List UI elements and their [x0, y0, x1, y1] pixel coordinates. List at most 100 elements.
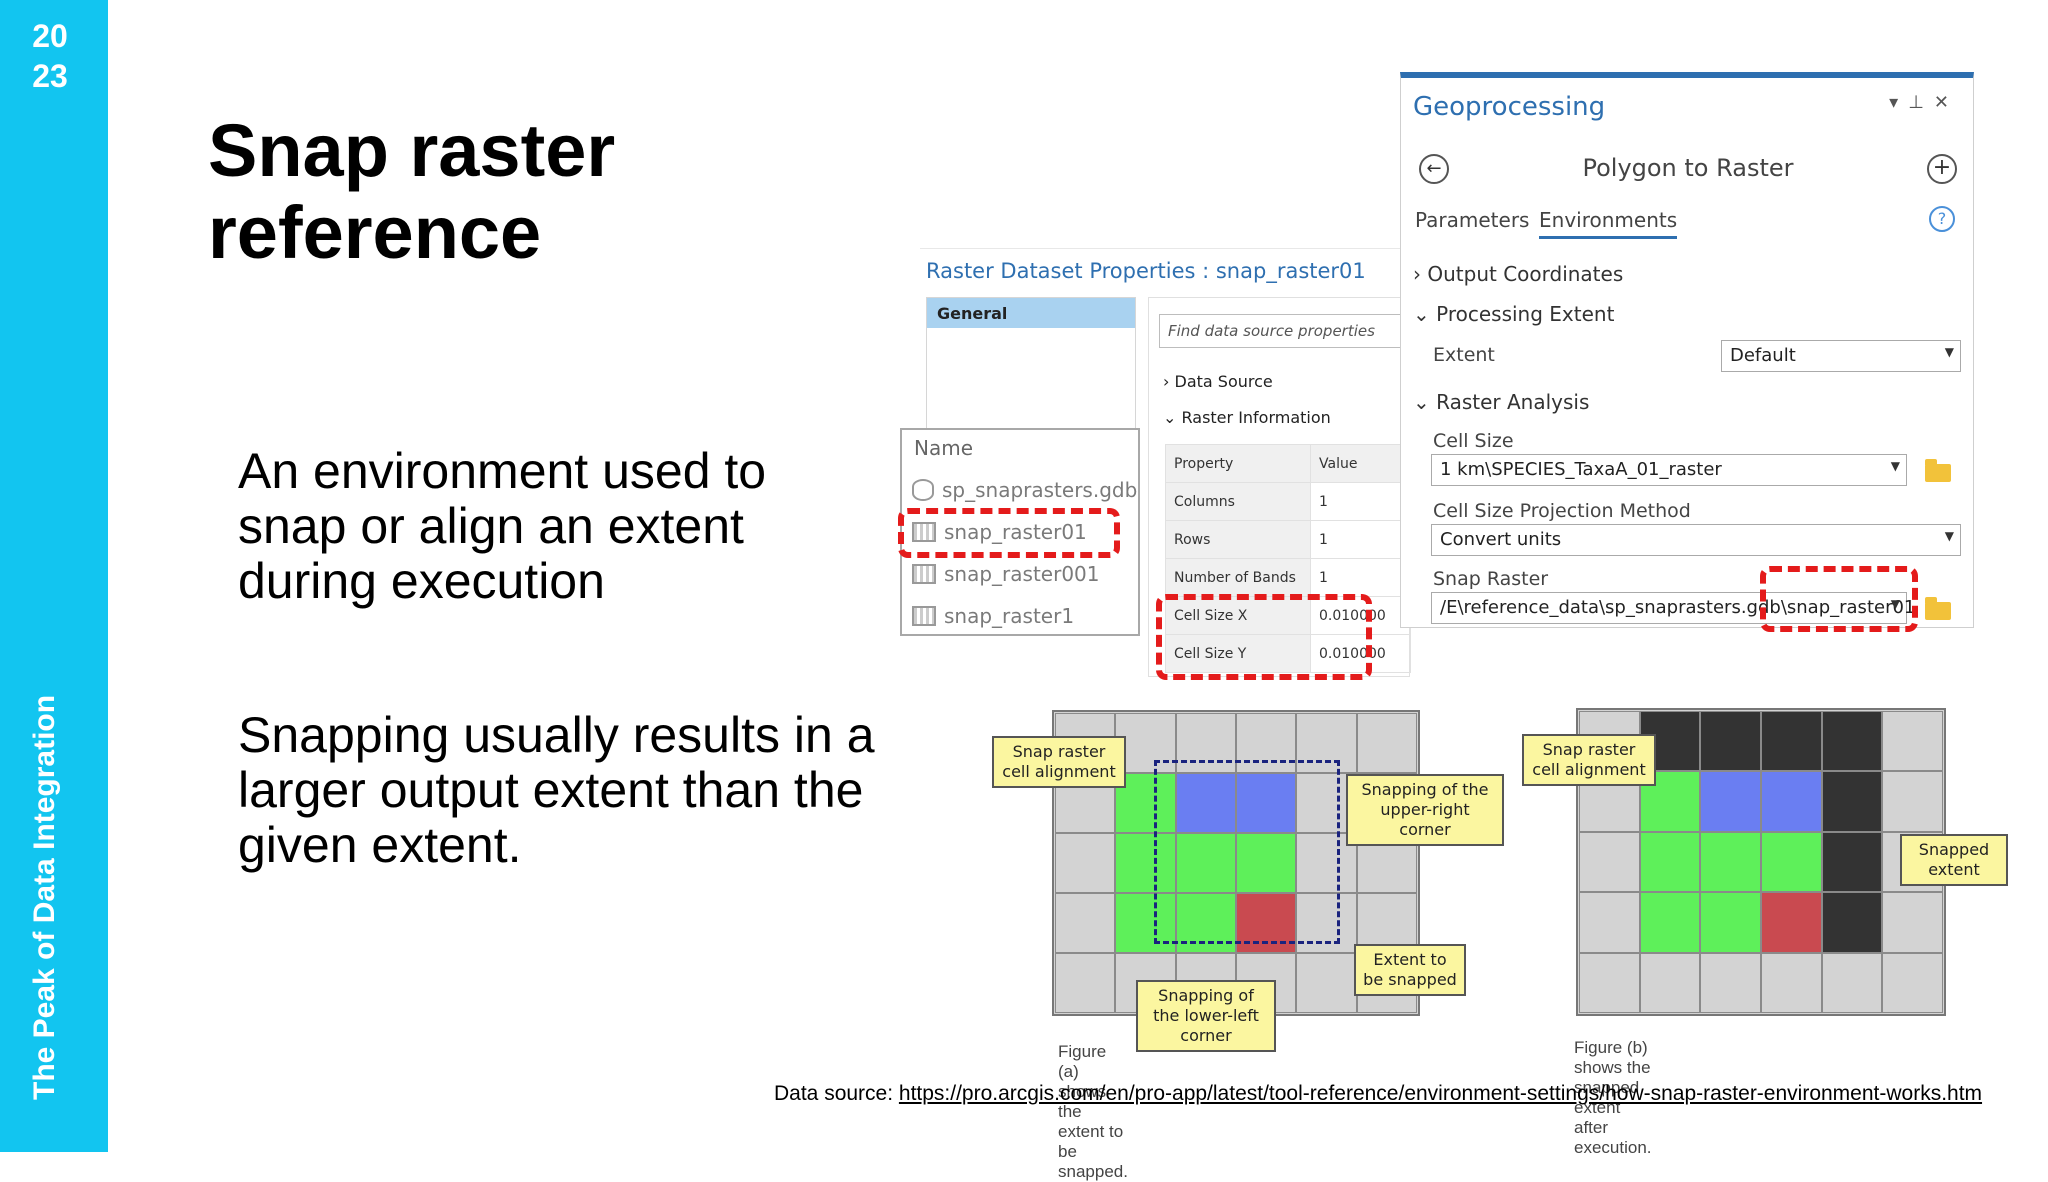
pane-title: Geoprocessing [1413, 92, 1606, 122]
column-header-name: Name [914, 436, 974, 460]
value-cell: 0.010000 [1310, 634, 1411, 673]
chevron-down-icon: ▼ [1944, 529, 1954, 543]
cell-size-label: Cell Size [1433, 430, 1514, 452]
item-label: snap_raster1 [944, 604, 1075, 628]
cell-size-projection-select[interactable]: Convert units ▼ [1431, 524, 1961, 556]
year-badge: 20 23 [0, 16, 100, 96]
callout-extent-snapped: Extent to be snapped [1354, 944, 1466, 996]
pin-icon[interactable]: ⊥ [1908, 92, 1934, 113]
callout-lower-left: Snapping of the lower-left corner [1136, 980, 1276, 1052]
nav-item-general[interactable]: General [927, 298, 1135, 328]
list-item[interactable]: snap_raster1 [912, 604, 1074, 628]
item-label: snap_raster01 [944, 520, 1087, 544]
snap-raster-value: /E\reference_data\sp_snaprasters.gdb\sna… [1440, 597, 1916, 618]
section-output-coordinates[interactable]: › Output Coordinates [1413, 262, 1624, 286]
item-label: snap_raster001 [944, 562, 1100, 586]
callout-snap-alignment: Snap raster cell alignment [1522, 734, 1656, 786]
source-link[interactable]: https://pro.arcgis.com/en/pro-app/latest… [898, 1082, 1983, 1105]
callout-snap-alignment: Snap raster cell alignment [992, 736, 1126, 788]
callout-snapped-extent: Snapped extent [1900, 834, 2008, 886]
extent-label: Extent [1433, 344, 1495, 366]
dialog-title: Raster Dataset Properties : snap_raster0… [926, 259, 1366, 283]
raster-icon [912, 606, 936, 626]
title-line-2: reference [208, 191, 542, 274]
value-cell: 1 [1310, 482, 1411, 521]
section-label: Raster Information [1181, 408, 1331, 427]
chevron-down-icon: ▼ [1944, 345, 1954, 359]
value-cell: 1 [1310, 558, 1411, 597]
bullet-1: An environment used to snap or align an … [238, 443, 767, 609]
catalog-list: Name sp_snaprasters.gdb snap_raster01 sn… [900, 428, 1140, 636]
slide-title: Snap raster reference [208, 110, 615, 274]
table-header-row: Property Value [1165, 444, 1411, 483]
value-cell: 1 [1310, 520, 1411, 559]
year-top: 20 [32, 18, 68, 54]
geoprocessing-pane: Geoprocessing ▾⊥✕ Polygon to Raster ← + … [1400, 72, 1974, 628]
properties-search-input[interactable]: Find data source properties [1159, 314, 1411, 348]
list-item[interactable]: snap_raster01 [912, 520, 1087, 544]
chevron-right-icon: › [1163, 372, 1170, 391]
property-cell: Cell Size X [1165, 596, 1311, 635]
property-cell: Number of Bands [1165, 558, 1311, 597]
brand-sidebar: 20 23 The Peak of Data Integration [0, 0, 108, 1152]
section-raster-information[interactable]: ⌄ Raster Information [1163, 408, 1331, 427]
figure-a-caption: Figure (a) shows the extent to be snappe… [1058, 1042, 1128, 1181]
bullet-2: Snapping usually results in a larger out… [238, 707, 875, 873]
section-label: Raster Analysis [1436, 390, 1590, 414]
property-cell: Rows [1165, 520, 1311, 559]
tab-environments[interactable]: Environments [1539, 208, 1678, 239]
folder-icon[interactable] [1925, 597, 1951, 620]
data-source: Data source: https://pro.arcgis.com/en/p… [774, 1082, 1982, 1106]
snap-raster-input[interactable]: /E\reference_data\sp_snaprasters.gdb\sna… [1431, 592, 1915, 624]
extent-select[interactable]: Default ▼ [1721, 340, 1961, 372]
column-header-value: Value [1310, 444, 1411, 483]
source-label: Data source: [774, 1082, 894, 1105]
column-header-property: Property [1165, 444, 1311, 483]
year-bottom: 23 [32, 58, 68, 94]
raster-icon [912, 522, 936, 542]
tab-parameters[interactable]: Parameters [1415, 208, 1530, 232]
property-cell: Columns [1165, 482, 1311, 521]
title-line-1: Snap raster [208, 109, 616, 192]
list-item[interactable]: sp_snaprasters.gdb [912, 478, 1137, 502]
property-cell: Cell Size Y [1165, 634, 1311, 673]
section-label: Data Source [1174, 372, 1273, 391]
dropdown-icon[interactable]: ▾ [1889, 92, 1909, 113]
folder-icon[interactable] [1925, 459, 1951, 482]
section-raster-analysis[interactable]: ⌄ Raster Analysis [1413, 390, 1590, 414]
back-arrow-icon[interactable]: ← [1419, 154, 1449, 184]
extent-value: Default [1730, 345, 1796, 366]
highlight-snap-raster-field [1760, 566, 1918, 632]
callout-upper-right: Snapping of the upper-right corner [1346, 774, 1504, 846]
cell-size-select[interactable]: 1 km\SPECIES_TaxaA_01_raster▼ [1431, 454, 1907, 486]
tool-name: Polygon to Raster [1582, 154, 1794, 182]
cell-size-value: 1 km\SPECIES_TaxaA_01_raster [1440, 459, 1722, 480]
highlight-snap-raster01 [898, 508, 1120, 558]
cell-size-projection-label: Cell Size Projection Method [1433, 500, 1691, 522]
extent-box [1154, 760, 1340, 944]
chevron-down-icon: ⌄ [1163, 408, 1177, 427]
section-data-source[interactable]: › Data Source [1163, 372, 1273, 391]
conference-name: The Peak of Data Integration [28, 694, 61, 1100]
figure-b-caption: Figure (b) shows the snapped extent afte… [1574, 1038, 1652, 1157]
chevron-down-icon: ▼ [1890, 597, 1900, 611]
geodatabase-icon [912, 479, 934, 501]
add-icon[interactable]: + [1927, 154, 1957, 184]
snap-raster-label: Snap Raster [1433, 568, 1549, 590]
section-label: Processing Extent [1436, 302, 1615, 326]
pane-controls: ▾⊥✕ [1889, 92, 1959, 113]
list-item[interactable]: snap_raster001 [912, 562, 1100, 586]
close-icon[interactable]: ✕ [1933, 92, 1959, 113]
highlight-cell-size [1156, 594, 1372, 680]
section-processing-extent[interactable]: ⌄ Processing Extent [1413, 302, 1615, 326]
help-icon[interactable]: ? [1929, 206, 1955, 232]
cell-size-projection-value: Convert units [1440, 529, 1562, 550]
item-label: sp_snaprasters.gdb [942, 478, 1138, 502]
raster-icon [912, 564, 936, 584]
